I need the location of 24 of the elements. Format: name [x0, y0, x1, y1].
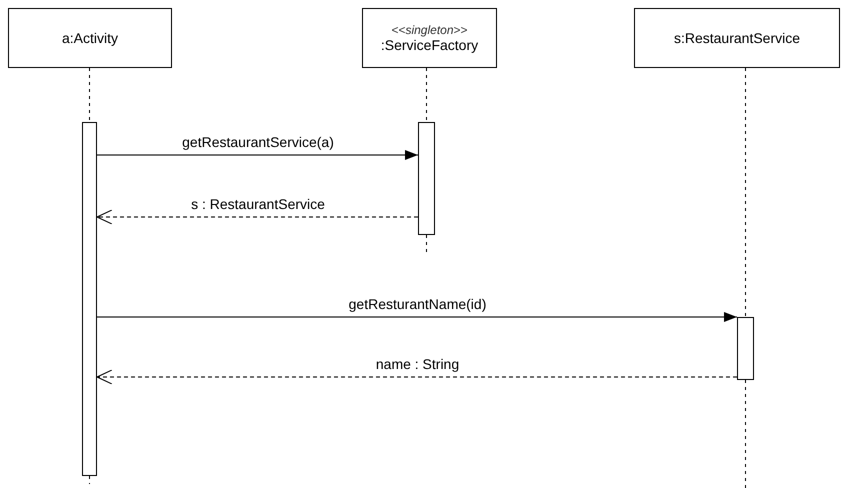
stereotype-label: <<singleton>> — [391, 23, 468, 37]
return-message-arrow — [96, 370, 738, 384]
object-name: s:RestaurantService — [674, 30, 800, 46]
lifeline — [745, 68, 746, 318]
message-label: getResturantName(id) — [346, 296, 488, 312]
lifeline — [426, 68, 427, 122]
lifeline-header — [634, 8, 840, 68]
lifeline-header — [362, 8, 497, 68]
message-label: getRestaurantService(a) — [180, 134, 336, 150]
lifeline — [89, 68, 90, 122]
lifeline-header — [8, 8, 172, 68]
activation-bar — [418, 122, 435, 235]
lifeline — [745, 380, 746, 488]
object-name: :ServiceFactory — [380, 37, 478, 53]
object-name: a:Activity — [62, 30, 118, 46]
return-message-arrow — [96, 210, 418, 224]
activation-bar — [737, 317, 754, 380]
message-arrow — [96, 150, 418, 160]
lifeline — [426, 234, 427, 252]
lifeline — [89, 476, 90, 484]
message-label: s : RestaurantService — [189, 196, 327, 212]
activation-bar — [82, 122, 97, 476]
message-label: name : String — [374, 356, 462, 372]
message-arrow — [96, 312, 738, 322]
